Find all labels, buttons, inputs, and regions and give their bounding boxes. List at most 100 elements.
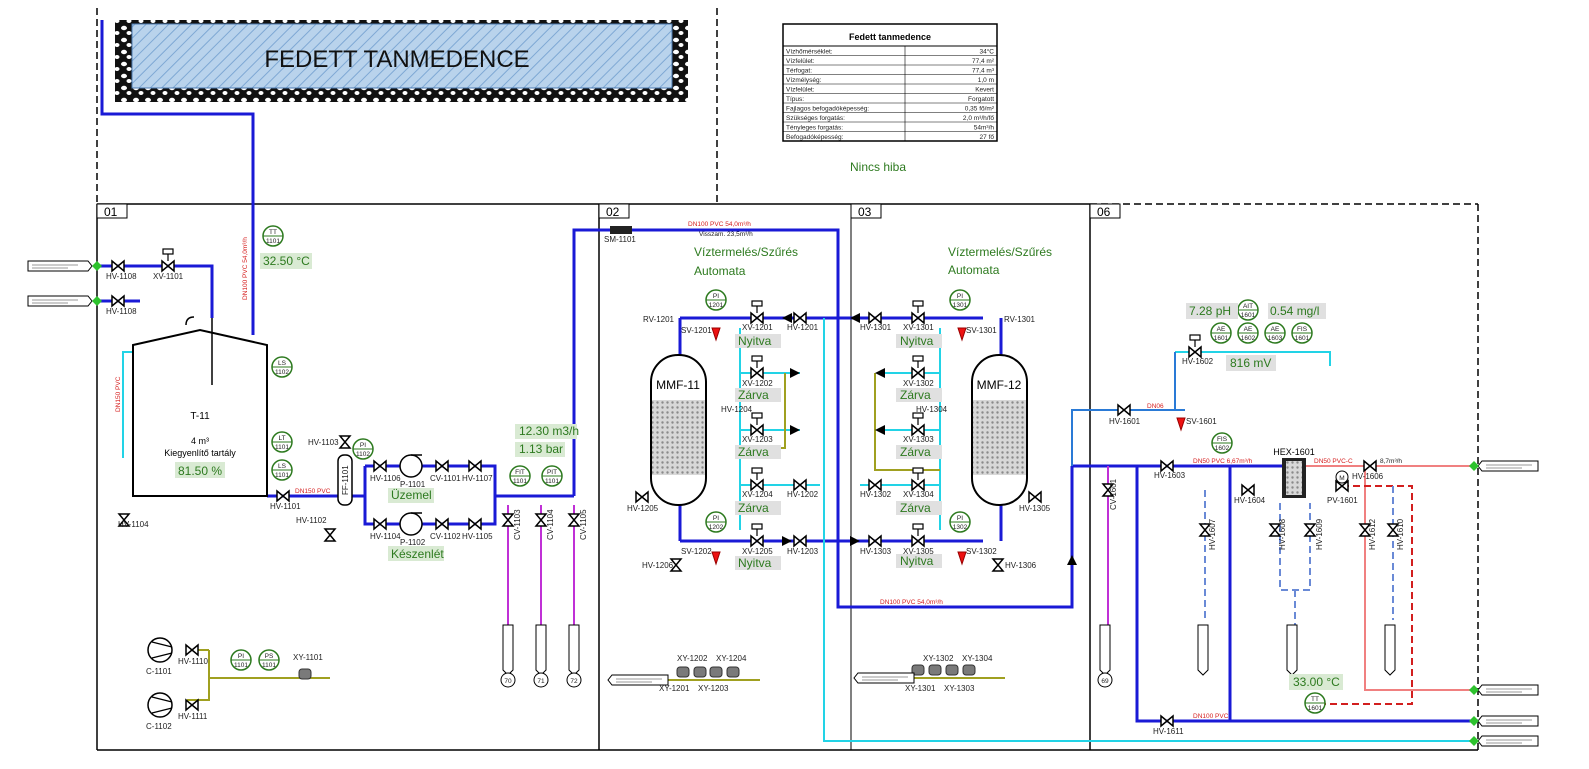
hv1306-valve[interactable] bbox=[991, 558, 1005, 572]
probe-71[interactable]: 71 bbox=[533, 624, 549, 688]
hv1301-valve[interactable] bbox=[868, 311, 882, 325]
air-supply-03[interactable] bbox=[853, 672, 915, 684]
xv1303-valve[interactable] bbox=[911, 412, 925, 437]
hv1108b-valve[interactable] bbox=[111, 294, 125, 308]
hv1604-valve[interactable] bbox=[1241, 483, 1255, 497]
hv1606-valve[interactable] bbox=[1363, 459, 1377, 473]
xv1302-valve[interactable] bbox=[911, 355, 925, 380]
hv1609-valve[interactable] bbox=[1303, 523, 1317, 537]
sv1202-valve[interactable] bbox=[711, 551, 721, 566]
hv1305-valve[interactable] bbox=[1028, 490, 1042, 504]
cv1104-valve[interactable] bbox=[534, 513, 548, 527]
probe-72[interactable]: 72 bbox=[566, 624, 582, 688]
xv1301-valve[interactable] bbox=[911, 300, 925, 325]
hv1603-valve[interactable] bbox=[1160, 459, 1174, 473]
hv1105-valve[interactable] bbox=[468, 517, 482, 531]
xv1305-valve[interactable] bbox=[911, 523, 925, 548]
hv1107-valve[interactable] bbox=[468, 459, 482, 473]
xv1101-valve[interactable] bbox=[161, 248, 175, 273]
sv1302-valve[interactable] bbox=[957, 551, 967, 566]
solenoid-icon[interactable] bbox=[298, 668, 312, 680]
hv1111-valve[interactable] bbox=[185, 698, 199, 712]
filter-mmf12[interactable]: MMF-12 bbox=[971, 354, 1028, 506]
pv1601-valve[interactable] bbox=[1335, 479, 1349, 493]
hv1602-valve[interactable] bbox=[1188, 334, 1202, 359]
hv1611-valve[interactable] bbox=[1160, 714, 1174, 728]
endpoint-in-2[interactable] bbox=[27, 295, 93, 307]
xv1202-valve[interactable] bbox=[750, 355, 764, 380]
hv1203-valve[interactable] bbox=[793, 534, 807, 548]
hv1303-valve[interactable] bbox=[868, 534, 882, 548]
hv1108a-valve[interactable] bbox=[111, 259, 125, 273]
xv1205-valve[interactable] bbox=[750, 523, 764, 548]
hv1104b-valve[interactable] bbox=[373, 517, 387, 531]
xv1204-valve[interactable] bbox=[750, 467, 764, 492]
hv1205-valve[interactable] bbox=[635, 490, 649, 504]
solenoid-icon[interactable] bbox=[676, 666, 690, 678]
cv1103-valve[interactable] bbox=[501, 513, 515, 527]
hv1110-valve[interactable] bbox=[185, 643, 199, 657]
solenoid-icon[interactable] bbox=[726, 666, 740, 678]
solenoid-icon[interactable] bbox=[928, 664, 942, 676]
hv1608-valve[interactable] bbox=[1268, 523, 1282, 537]
xv1304-valve[interactable] bbox=[911, 467, 925, 492]
hv1102-valve[interactable] bbox=[323, 528, 337, 542]
probe-69[interactable]: 69 bbox=[1097, 624, 1113, 688]
probe-1607[interactable] bbox=[1197, 624, 1209, 676]
cv1105-valve[interactable] bbox=[567, 513, 581, 527]
cv1601-valve[interactable] bbox=[1101, 483, 1115, 497]
endpoint-out-3[interactable] bbox=[1477, 715, 1539, 727]
cv1101-valve[interactable] bbox=[435, 459, 449, 473]
endpoint-out-4[interactable] bbox=[1477, 735, 1539, 747]
filter-mmf11[interactable]: MMF-11 bbox=[650, 354, 707, 506]
hv1106-valve[interactable] bbox=[373, 459, 387, 473]
compressor-c1102[interactable] bbox=[147, 692, 173, 718]
solenoid-icon[interactable] bbox=[962, 664, 976, 676]
hv1202-valve[interactable] bbox=[793, 478, 807, 492]
xv1203-valve[interactable] bbox=[750, 412, 764, 437]
cv1102-valve[interactable] bbox=[435, 517, 449, 531]
tank-t11[interactable]: T-11 4 m³ Kiegyenlítő tartály 81.50 % bbox=[132, 316, 268, 497]
solenoid-icon[interactable] bbox=[911, 664, 925, 676]
hv1104-valve[interactable] bbox=[117, 513, 131, 527]
pump-p1101[interactable] bbox=[399, 454, 423, 478]
solenoid-icon[interactable] bbox=[709, 666, 723, 678]
solenoid-icon[interactable] bbox=[945, 664, 959, 676]
hv1610-valve[interactable] bbox=[1386, 523, 1400, 537]
air-supply-02[interactable] bbox=[607, 674, 669, 686]
endpoint-out-1[interactable] bbox=[1477, 460, 1539, 472]
hv1101-valve[interactable] bbox=[276, 489, 290, 503]
sv1201-valve[interactable] bbox=[711, 327, 721, 342]
flowmeter-sm1101[interactable] bbox=[610, 226, 632, 234]
solenoid-icon[interactable] bbox=[693, 666, 707, 678]
sv1601-valve[interactable] bbox=[1176, 417, 1186, 432]
motor-m[interactable]: M bbox=[1335, 470, 1349, 484]
hv1201-valve[interactable] bbox=[793, 311, 807, 325]
hv1206-valve[interactable] bbox=[669, 558, 683, 572]
sv1301-valve[interactable] bbox=[957, 327, 967, 342]
hv1607-valve[interactable] bbox=[1198, 523, 1212, 537]
probe-1610[interactable] bbox=[1384, 624, 1396, 676]
filter-ff1101[interactable] bbox=[337, 454, 353, 506]
hv1612-valve[interactable] bbox=[1358, 523, 1372, 537]
pool[interactable]: FEDETT TANMEDENCE bbox=[115, 20, 688, 102]
pump-p1102[interactable] bbox=[399, 512, 423, 536]
hv1103-valve[interactable] bbox=[338, 435, 352, 449]
